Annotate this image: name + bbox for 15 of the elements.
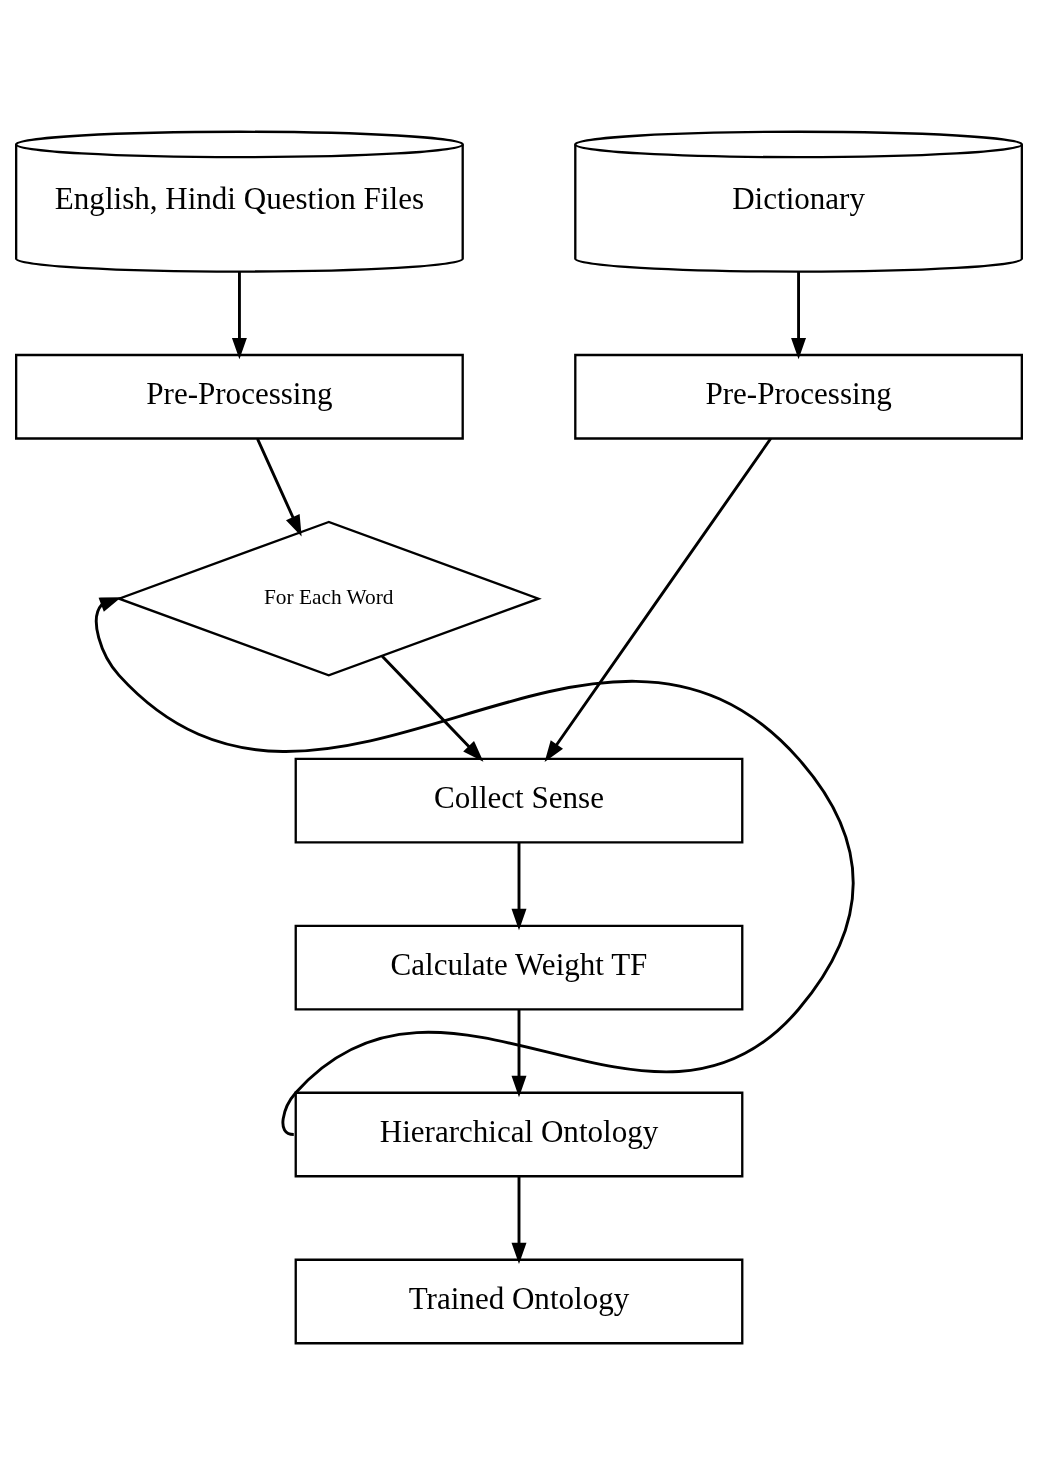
- node-box: Collect Sense: [294, 757, 744, 843]
- node-box: Trained Ontology: [294, 1258, 744, 1344]
- arrow: [544, 437, 772, 762]
- node-box: Pre-Processing: [574, 353, 1023, 440]
- arrow: [256, 437, 302, 537]
- node-box: Calculate Weight TF: [294, 924, 744, 1010]
- arrow: [511, 1009, 527, 1097]
- arrow: [511, 1176, 527, 1264]
- arrow: [791, 271, 807, 359]
- arrow: [231, 271, 247, 359]
- arrow: [511, 842, 527, 930]
- node-box: Pre-Processing: [15, 353, 464, 440]
- arrow: [381, 654, 484, 762]
- node-box: Hierarchical Ontology: [294, 1091, 744, 1177]
- node-diamond: For Each Word: [115, 520, 542, 677]
